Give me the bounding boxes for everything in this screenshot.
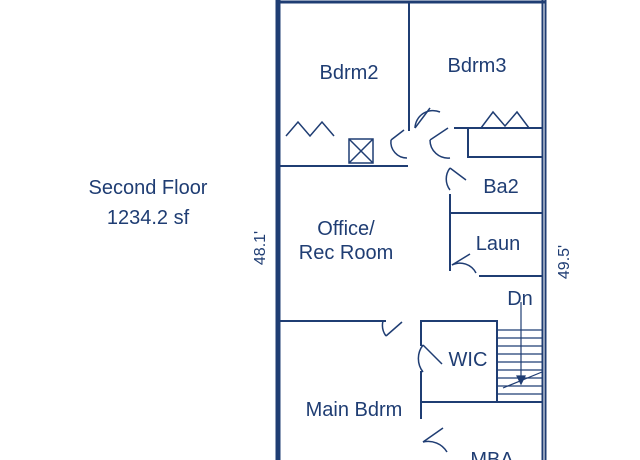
door-bdrm3-closet: [429, 127, 451, 159]
room-label-ba2: Ba2: [483, 176, 519, 198]
dimension-left: 48.1': [252, 231, 269, 265]
swing-doors: [381, 107, 477, 453]
floor-area: 1234.2 sf: [107, 207, 190, 229]
bifold-door-bdrm2: [285, 120, 335, 138]
walls: [275, 0, 547, 460]
room-label-office-line2: Rec Room: [299, 242, 393, 264]
door-ba2: [445, 167, 467, 191]
room-label-office-line1: Office/: [317, 218, 375, 240]
door-bdrm2: [390, 129, 408, 159]
room-label-dn: Dn: [507, 288, 533, 310]
room-label-bdrm2: Bdrm2: [320, 62, 379, 84]
room-label-wic: WIC: [449, 349, 488, 371]
bifold-door-bdrm3: [480, 110, 530, 129]
floor-name: Second Floor: [89, 177, 208, 199]
closet-doors: [285, 110, 530, 138]
door-mba: [422, 427, 448, 453]
door-laun: [451, 253, 477, 274]
room-label-laun: Laun: [476, 233, 521, 255]
door-wic: [417, 344, 443, 373]
stairs: [497, 302, 543, 395]
room-label-mba: MBA: [470, 449, 514, 460]
dimension-right: 49.5': [556, 245, 573, 279]
door-bdrm3: [414, 107, 441, 129]
room-label-main-bdrm: Main Bdrm: [306, 399, 403, 421]
door-main-bdrm: [381, 320, 403, 337]
attic-hatch: [348, 138, 374, 164]
room-label-bdrm3: Bdrm3: [448, 55, 507, 77]
